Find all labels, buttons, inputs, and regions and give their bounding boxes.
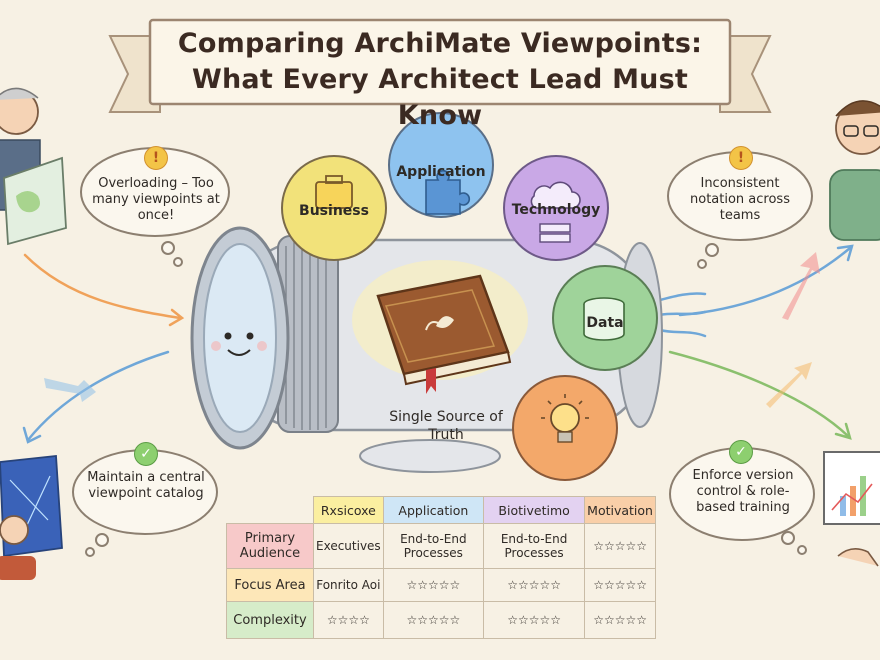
person-right-bottom: [823, 451, 880, 567]
table-cell: ☆☆☆☆☆: [482, 601, 586, 639]
table-cell: Executives: [313, 523, 384, 569]
title-line-1: Comparing ArchiMate Viewpoints:: [177, 28, 703, 59]
circle-label-technology: Technology: [511, 202, 601, 218]
circle-label-business: Business: [299, 203, 369, 219]
decor-arrows: [44, 252, 820, 408]
table-cell: Fonrito Aoi: [313, 568, 384, 602]
check-icon: ✓: [729, 440, 753, 464]
table-header-cell: [226, 496, 314, 524]
check-icon: ✓: [134, 442, 158, 466]
table-header-cell: Application: [382, 496, 485, 524]
viewpoint-circles: [281, 112, 658, 481]
circle-label-data: Data: [586, 315, 624, 331]
callout-bottom-left: Maintain a central viewpoint catalog: [87, 470, 205, 501]
table-row-header: Complexity: [226, 601, 314, 639]
table-row: Primary Audience Executives End-to-End P…: [226, 523, 656, 569]
title-line-2: What Every Architect Lead Must Know: [192, 64, 688, 131]
title-banner: [108, 18, 772, 113]
table-header-cell: Biotivetimo: [482, 496, 586, 524]
page-title: Comparing ArchiMate Viewpoints: What Eve…: [170, 26, 710, 134]
callout-top-right: Inconsistent notation across teams: [690, 176, 790, 223]
table-row: Focus Area Fonrito Aoi ☆☆☆☆☆ ☆☆☆☆☆ ☆☆☆☆☆: [226, 568, 656, 602]
table-cell: ☆☆☆☆☆: [584, 568, 656, 602]
warning-icon: !: [144, 146, 168, 170]
person-right-top: [829, 100, 880, 241]
table-header-row: Rxsicoxe Application Biotivetimo Motivat…: [226, 496, 656, 524]
circle-label-application: Application: [396, 164, 486, 180]
book-icon: [352, 260, 528, 394]
table-cell: End-to-End Processes: [382, 523, 485, 569]
table-cell: ☆☆☆☆☆: [382, 568, 485, 602]
table-row-header: Primary Audience: [226, 523, 314, 569]
table-cell: ☆☆☆☆☆: [584, 523, 656, 569]
callout-top-left: Overloading – Too many viewpoints at onc…: [92, 176, 220, 223]
comparison-table: Rxsicoxe Application Biotivetimo Motivat…: [226, 496, 656, 639]
person-left-bottom: [0, 455, 63, 580]
table-header-cell: Rxsicoxe: [313, 496, 384, 524]
warning-icon: !: [729, 146, 753, 170]
table-cell: ☆☆☆☆☆: [482, 568, 586, 602]
table-row: Complexity ☆☆☆☆ ☆☆☆☆☆ ☆☆☆☆☆ ☆☆☆☆☆: [226, 601, 656, 639]
person-left-top: [0, 87, 67, 246]
flow-arrows: [22, 244, 854, 444]
table-cell: ☆☆☆☆: [313, 601, 384, 639]
table-cell: ☆☆☆☆☆: [584, 601, 656, 639]
table-cell: End-to-End Processes: [482, 523, 586, 569]
table-row-header: Focus Area: [226, 568, 314, 602]
callout-bottom-right: Enforce version control & role-based tra…: [692, 468, 794, 515]
table-cell: ☆☆☆☆☆: [382, 601, 485, 639]
single-source-label: Single Source of Truth: [389, 409, 503, 443]
table-header-cell: Motivation: [584, 496, 656, 524]
